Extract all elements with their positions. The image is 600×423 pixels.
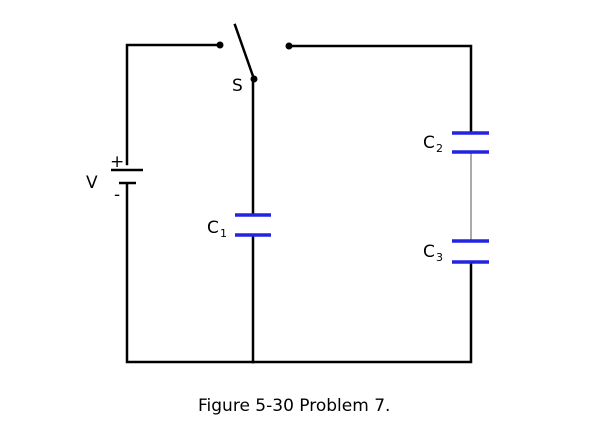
battery: + - V — [86, 152, 143, 205]
right-branch: C 2 C 3 — [251, 44, 489, 364]
switch: S — [216, 23, 293, 96]
battery-minus-sign: - — [114, 185, 120, 205]
c3-subscript: 3 — [436, 251, 443, 264]
c2-subscript: 2 — [436, 142, 443, 155]
c2-label: C — [423, 133, 435, 153]
switch-left-contact — [216, 41, 224, 49]
c1-label: C — [207, 218, 219, 238]
c1-subscript: 1 — [220, 227, 227, 240]
c3-label: C — [423, 242, 435, 262]
source-label: V — [86, 173, 98, 193]
switch-label: S — [232, 76, 243, 96]
switch-blade — [233, 23, 256, 81]
battery-plus-sign: + — [110, 152, 124, 172]
left-wire — [125, 43, 255, 364]
middle-branch: C 1 — [207, 77, 271, 364]
figure-caption: Figure 5-30 Problem 7. — [198, 396, 390, 416]
